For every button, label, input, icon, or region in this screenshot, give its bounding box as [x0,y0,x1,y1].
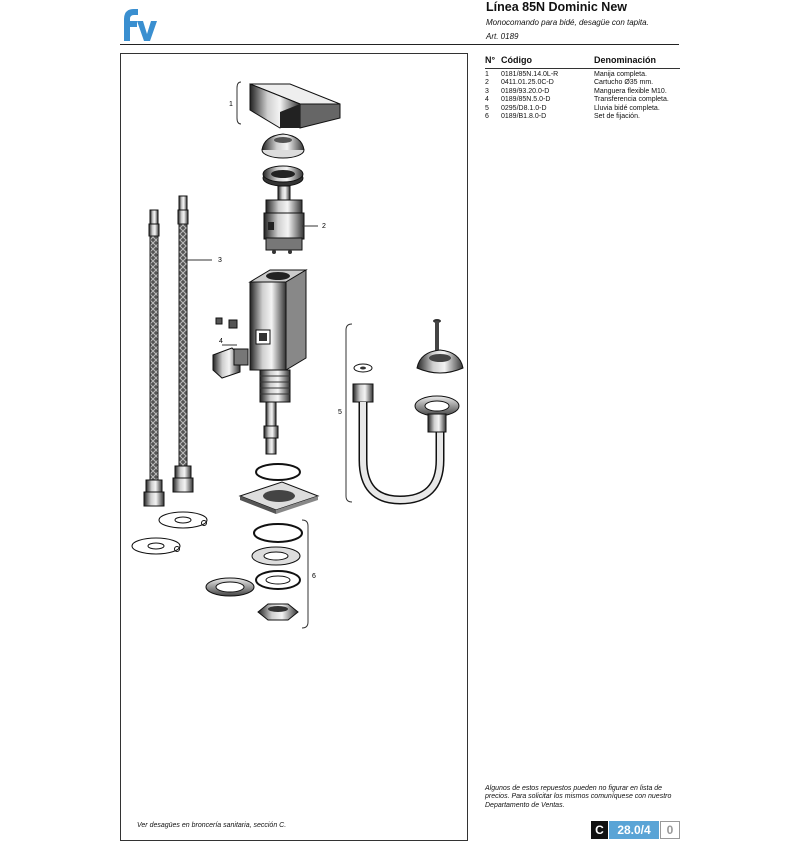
ring-nut [262,165,304,187]
row-number: 6 [485,113,489,121]
row-code: 0181/85N.14.0L-R [501,71,559,78]
page-subtitle: Monocomando para bidé, desagüe con tapit… [486,18,649,27]
callout-bracket-5 [345,323,353,503]
row-name: Manija completa. [594,71,647,78]
row-code: 0189/85N.5.0-D [501,96,551,104]
bonnet-cap [261,133,305,159]
transfer-part [212,317,249,379]
table-row: 1 0181/85N.14.0L-R Manija completa. [485,71,680,79]
fixing-set [205,523,303,621]
page-number: 28.0/4 [609,821,659,839]
callout-bracket-1 [236,81,242,125]
callout-label-3: 3 [218,257,222,264]
drawing-footnote: Ver desagües en broncería sanitaria, sec… [137,822,287,829]
row-name: Manguera flexible M10. [594,87,667,95]
row-code: 0189/B1.8.0-D [501,113,547,121]
table-row: 5 0295/D8.1.0-D Lluvia bidé completa. [485,105,680,113]
exploded-view-diagram: 1 2 3 4 5 6 [131,81,464,629]
column-header-name: Denominación [594,55,657,65]
callout-label-2: 2 [322,223,326,230]
spray-screw [433,319,441,351]
row-number: 5 [485,104,489,112]
table-row: 6 0189/B1.8.0-D Set de fijación. [485,113,680,121]
article-number: Art. 0189 [486,32,519,41]
spray-hose [352,383,460,505]
page-revision: 0 [660,821,680,839]
hose-washers [131,511,208,555]
cartridge-part [263,185,305,254]
row-number: 2 [485,79,489,87]
row-code: 0189/93.20.0-D [501,87,550,95]
callout-label-4: 4 [219,338,223,345]
base-gasket [255,463,301,481]
row-name: Transferencia completa. [594,96,669,104]
callout-label-5: 5 [338,409,342,416]
mixer-body [248,269,308,455]
row-code: 0411.01.25.0C-D [501,79,554,87]
callout-bracket-6 [301,519,309,629]
handle-part [249,83,341,129]
availability-note: Algunos de estos repuestos pueden no fig… [485,785,672,809]
column-header-code: Código [501,55,532,65]
page-title: Línea 85N Dominic New [486,0,628,14]
row-name: Cartucho Ø35 mm. [594,79,654,87]
page-section: C [591,821,608,839]
table-row: 2 0411.01.25.0C-D Cartucho Ø35 mm. [485,79,680,87]
column-header-number: N° [485,55,496,65]
spray-washer [353,363,373,373]
callout-label-1: 1 [229,101,233,108]
row-number: 3 [485,87,489,95]
spray-head [416,349,464,374]
drawing-frame [120,53,468,841]
row-code: 0295/D8.1.0-D [501,104,547,112]
parts-table: N° Código Denominación 1 0181/85N.14.0L-… [485,55,680,121]
header-divider [120,44,679,45]
row-number: 4 [485,96,489,104]
fv-logo [124,9,157,41]
table-row: 4 0189/85N.5.0-D Transferencia completa. [485,96,680,104]
table-header-divider [485,68,680,69]
base-plate [238,481,320,514]
row-name: Lluvia bidé completa. [594,104,660,112]
flexible-hose-left [143,209,165,507]
parts-table-header: N° Código Denominación [485,55,680,67]
page-number-box: C 28.0/4 0 [591,821,680,839]
table-row: 3 0189/93.20.0-D Manguera flexible M10. [485,88,680,96]
callout-label-6: 6 [312,573,316,580]
row-number: 1 [485,71,489,78]
row-name: Set de fijación. [594,113,640,121]
flexible-hose-right [172,195,194,493]
